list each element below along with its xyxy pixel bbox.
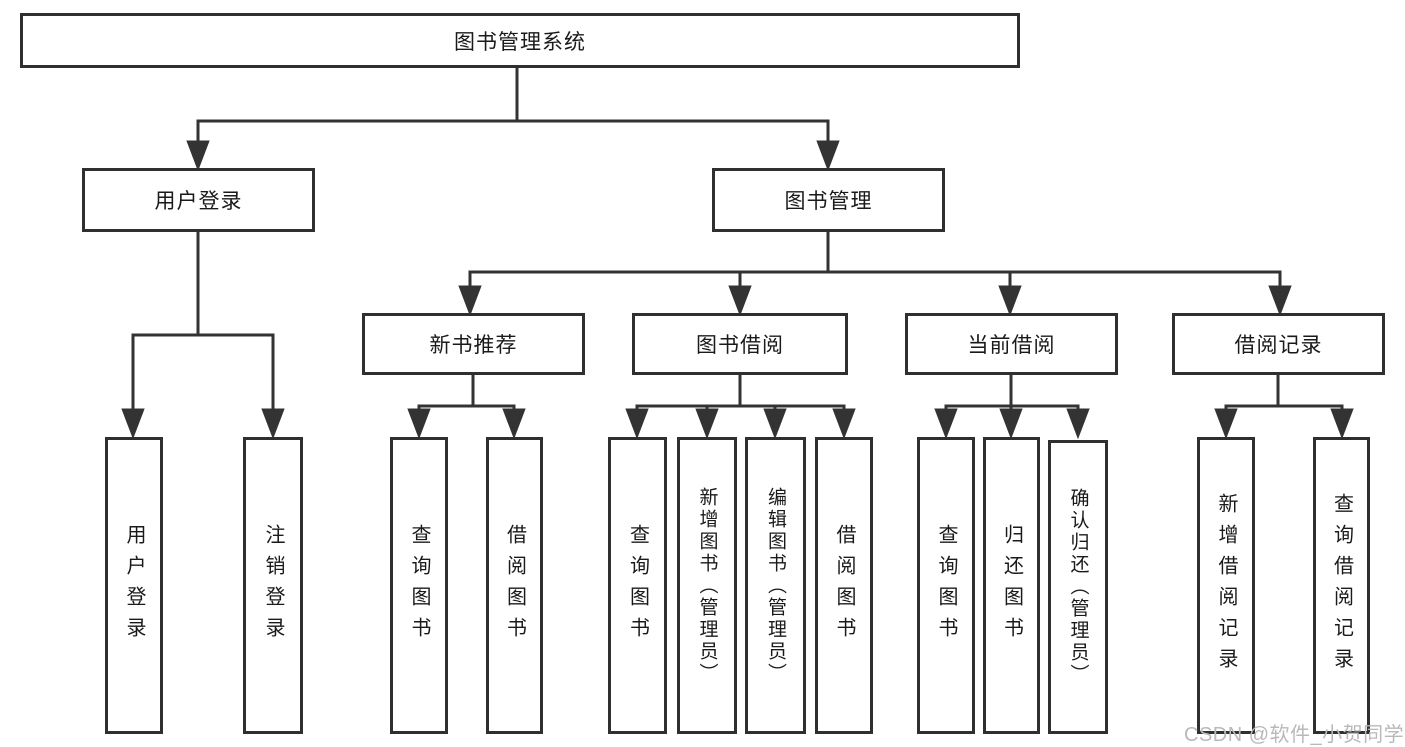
node-label: 查询图书 <box>935 523 957 648</box>
node-query-borrow-record: 查询借阅记录 <box>1313 437 1370 734</box>
node-add-borrow-record: 新增借阅记录 <box>1197 437 1255 734</box>
node-borrow-books-borrowing: 借阅图书 <box>815 437 873 734</box>
node-label: 查询图书 <box>626 523 649 648</box>
node-user-login: 用户登录 <box>105 437 163 734</box>
node-query-books-current: 查询图书 <box>917 437 975 734</box>
node-label: 用户登录 <box>154 190 243 213</box>
node-label: 当前借阅 <box>967 334 1056 357</box>
node-label: 注销登录 <box>262 523 284 648</box>
node-user-login-branch: 用户登录 <box>82 168 315 232</box>
node-label: 编辑图书（管理员） <box>765 486 786 685</box>
node-label: 用户登录 <box>123 523 145 648</box>
node-label: 查询图书 <box>408 523 430 648</box>
node-library-management-system: 图书管理系统 <box>20 13 1020 68</box>
node-label: 借阅记录 <box>1234 334 1323 357</box>
node-label: 新书推荐 <box>429 334 518 357</box>
node-label: 新增图书（管理员） <box>696 486 718 685</box>
node-label: 新增借阅记录 <box>1215 492 1237 679</box>
node-query-books-recommend: 查询图书 <box>390 437 448 734</box>
node-return-books: 归还图书 <box>983 437 1040 734</box>
node-borrowing-records: 借阅记录 <box>1172 313 1385 375</box>
node-label: 归还图书 <box>1000 523 1023 648</box>
node-book-management-branch: 图书管理 <box>712 168 945 232</box>
node-edit-books-admin: 编辑图书（管理员） <box>745 437 806 734</box>
node-new-book-recommend: 新书推荐 <box>362 313 585 375</box>
node-book-borrowing: 图书借阅 <box>632 313 848 375</box>
node-current-borrowing: 当前借阅 <box>905 313 1118 375</box>
node-label: 确认归还（管理员） <box>1067 488 1089 686</box>
node-borrow-books-recommend: 借阅图书 <box>486 437 543 734</box>
node-query-books-borrowing: 查询图书 <box>608 437 667 734</box>
node-label: 借阅图书 <box>503 523 526 648</box>
node-label: 图书借阅 <box>696 334 784 357</box>
node-add-books-admin: 新增图书（管理员） <box>677 437 737 734</box>
node-label: 图书管理系统 <box>454 30 586 54</box>
node-label: 查询借阅记录 <box>1330 492 1353 679</box>
node-confirm-return-admin: 确认归还（管理员） <box>1048 440 1108 734</box>
node-logout-login: 注销登录 <box>243 437 303 734</box>
node-label: 借阅图书 <box>833 523 855 648</box>
csdn-watermark: CSDN @软件_小贺同学 <box>1184 724 1405 746</box>
node-label: 图书管理 <box>784 190 873 213</box>
